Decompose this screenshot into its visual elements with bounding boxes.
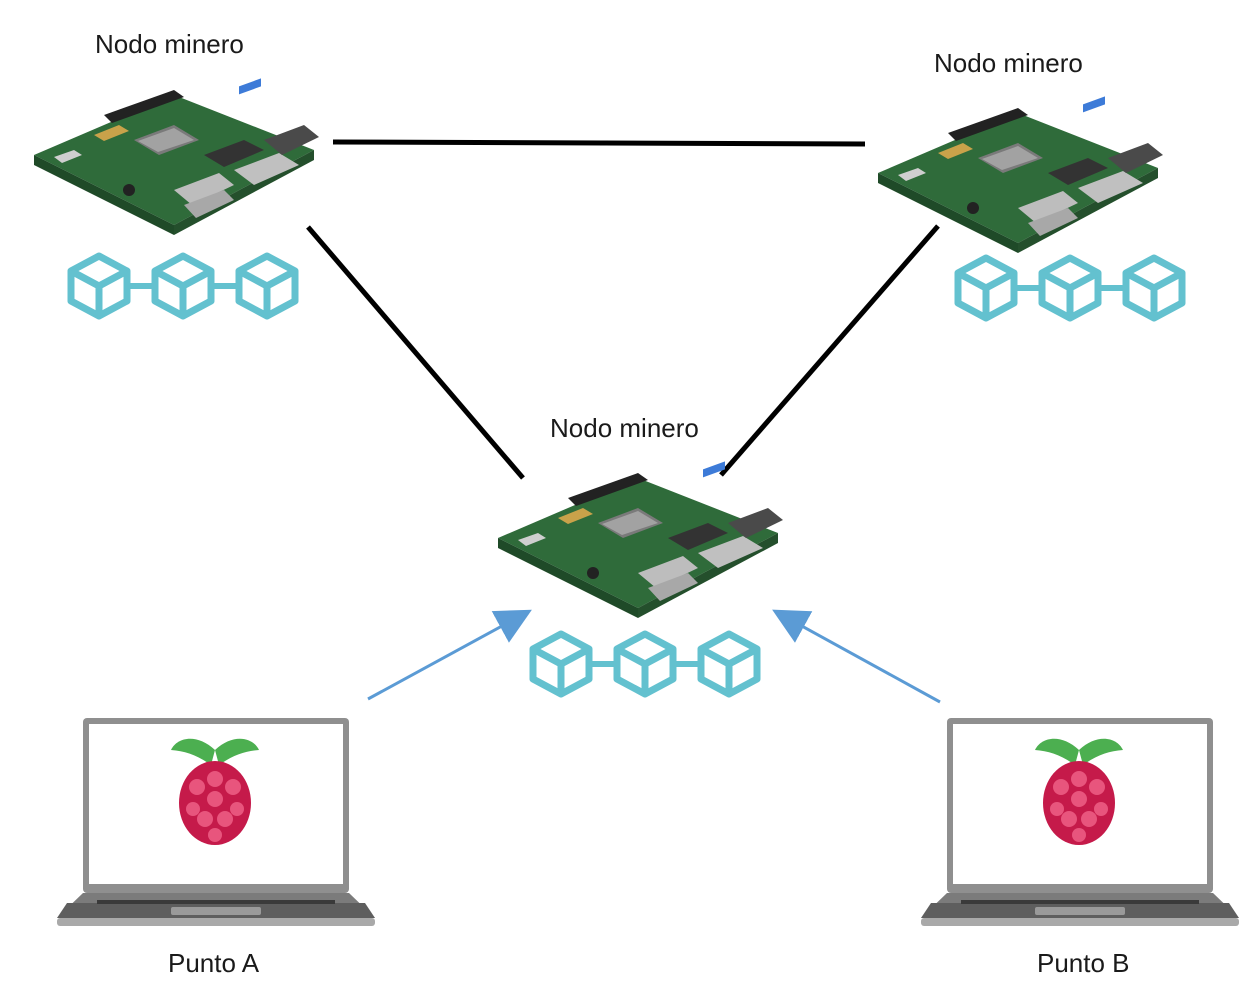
link-node1-node3 [306, 225, 525, 480]
client-label: Punto A [168, 948, 260, 978]
node-label: Nodo minero [934, 48, 1083, 78]
blockchain-icon [533, 634, 757, 694]
arrow-client-a [367, 609, 532, 701]
link-node2-node3 [719, 224, 940, 477]
blockchain-icon [958, 258, 1182, 318]
node-label: Nodo minero [550, 413, 699, 443]
arrow-client-b [772, 609, 941, 704]
raspberry-pi-board-icon [498, 461, 783, 618]
link-node1-node2 [332, 139, 866, 147]
raspberry-pi-board-icon [34, 78, 319, 235]
raspberry-pi-board-icon [878, 96, 1163, 253]
blockchain-icon [71, 256, 295, 316]
client-label: Punto B [1037, 948, 1130, 978]
node-label: Nodo minero [95, 29, 244, 59]
